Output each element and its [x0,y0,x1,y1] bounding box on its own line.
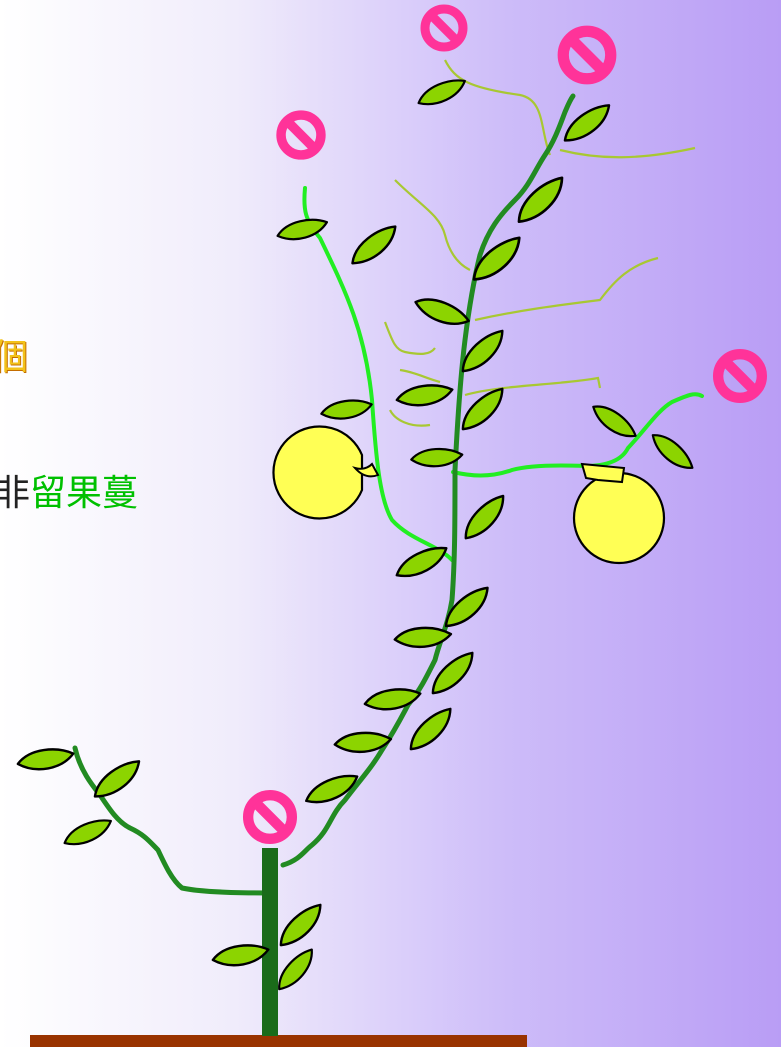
leaf-icon [211,937,270,973]
leaf-icon [412,284,471,339]
partial-label-upper: 個 [0,337,29,378]
leaf-icon [454,493,515,542]
leaf-icon [436,585,497,630]
leaf-icon [87,758,148,800]
leaf-icon [392,545,451,579]
main-stem-trunk [262,848,278,1036]
leaf-icon [363,681,422,717]
leaf-icon [464,235,530,284]
fruit-vines [302,186,704,562]
no-entry-circle-icon [281,115,321,155]
fruit-left [272,425,380,520]
no-entry-circle-icon [563,31,611,79]
leaf-icon [61,818,114,847]
leaf-icon [415,78,468,107]
leaf-icon [590,394,638,449]
leaf-icon [649,424,695,479]
prohibit-signs [248,9,762,839]
leaf-icon [319,393,374,426]
leaf-icon [452,386,513,433]
no-entry-circle-icon [718,354,762,398]
leaf-icon [400,706,461,753]
no-entry-circle-icon [248,795,292,839]
leaf-icon [393,617,453,657]
no-entry-circle-icon [425,9,463,47]
leaf-icon [344,224,405,267]
leaf-icon [333,722,393,762]
thin-tendrils [383,59,696,427]
partial-label-lower: 非留果蔓 [0,476,138,512]
fruit-vine-label: 留果蔓 [30,473,139,514]
leaf-icon [16,741,75,777]
fruit-right [572,462,666,565]
partial-label-lower-prefix: 非 [0,473,31,514]
leaf-icon [507,175,574,226]
leaf-icon [422,650,483,697]
leaf-icon [395,377,454,413]
ground-line [30,1035,527,1047]
leaf-icon [270,902,331,949]
